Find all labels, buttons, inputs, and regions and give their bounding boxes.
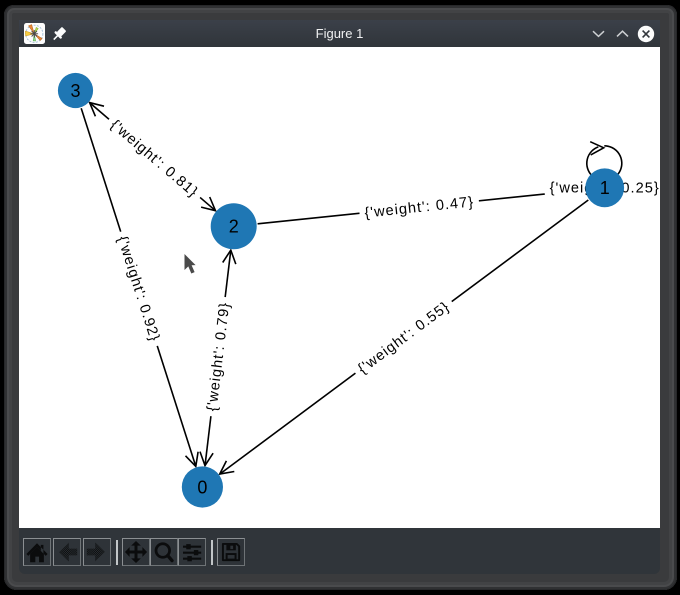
svg-text:{'weight': 0.55}: {'weight': 0.55} — [355, 299, 453, 378]
svg-text:{'weight': 0.81}: {'weight': 0.81} — [107, 117, 201, 201]
svg-text:3: 3 — [70, 81, 80, 101]
svg-text:0: 0 — [197, 477, 207, 497]
svg-text:2: 2 — [229, 217, 239, 237]
svg-text:1: 1 — [600, 178, 610, 198]
